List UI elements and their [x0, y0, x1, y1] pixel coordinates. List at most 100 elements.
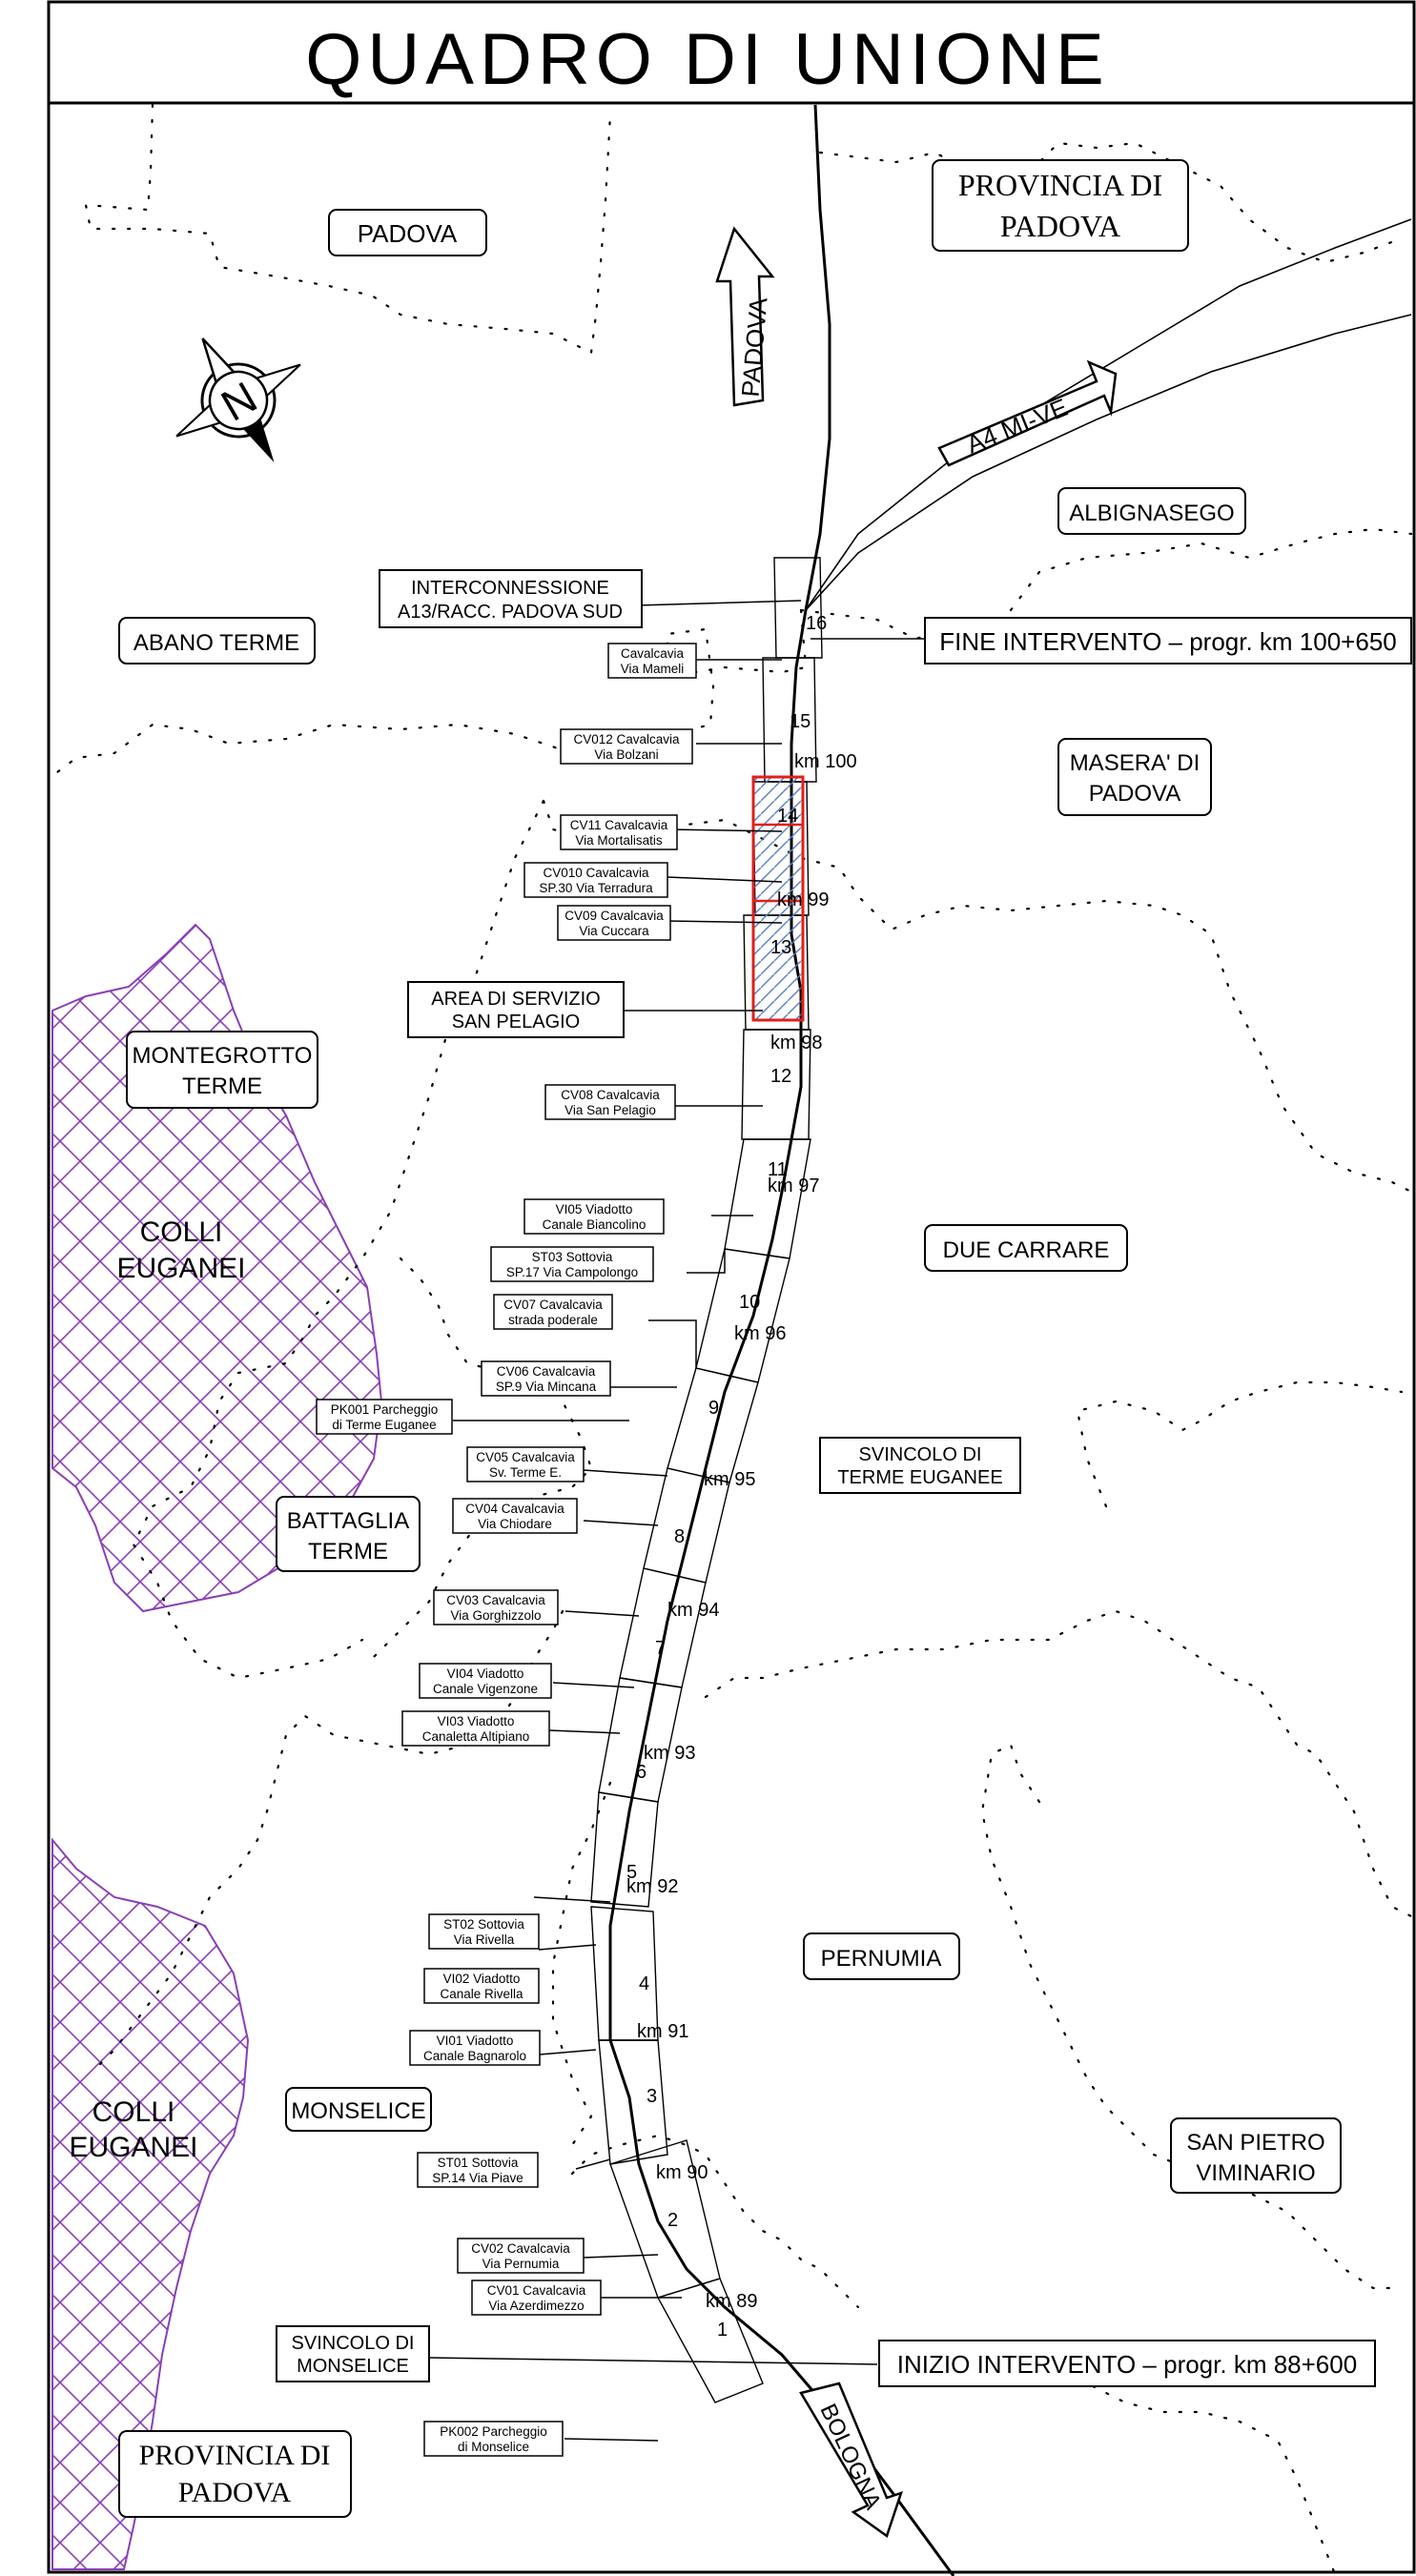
- km-marker: km 94: [667, 1600, 719, 1621]
- svg-text:SP.30 Via Terradura: SP.30 Via Terradura: [539, 881, 653, 895]
- svg-text:ST03 Sottovia: ST03 Sottovia: [532, 1250, 613, 1264]
- label-padova: PADOVA: [328, 209, 487, 256]
- svg-text:Sv. Terme E.: Sv. Terme E.: [489, 1465, 562, 1480]
- sheet-number: 15: [790, 711, 811, 732]
- svg-text:SP.14 Via Piave: SP.14 Via Piave: [432, 2171, 523, 2185]
- svg-text:MASERA' DI: MASERA' DI: [1070, 750, 1201, 776]
- km-marker: km 90: [656, 2162, 708, 2183]
- svg-text:Via Chiodare: Via Chiodare: [478, 1517, 552, 1531]
- a4-link: [805, 314, 1412, 611]
- area-labels: PROVINCIA DI PADOVA PADOVA ALBIGNASEGO A…: [69, 159, 1342, 2518]
- svg-text:SVINCOLO DI: SVINCOLO DI: [292, 2333, 415, 2354]
- sheet-number: 8: [674, 1526, 685, 1547]
- svg-text:FINE INTERVENTO – progr. km 10: FINE INTERVENTO – progr. km 100+650: [939, 627, 1397, 656]
- svg-text:EUGANEI: EUGANEI: [116, 1253, 245, 1284]
- svg-text:VIMINARIO: VIMINARIO: [1196, 2160, 1315, 2186]
- svg-text:Canaletta Altipiano: Canaletta Altipiano: [422, 1729, 530, 1744]
- km-marker: km 89: [706, 2291, 757, 2312]
- km-marker: km 93: [644, 1743, 695, 1764]
- svg-text:Canale Vigenzone: Canale Vigenzone: [433, 1682, 538, 1696]
- svg-text:PERNUMIA: PERNUMIA: [821, 1946, 942, 1972]
- sheet-number: 5: [626, 1862, 637, 1883]
- svg-text:Cavalcavia: Cavalcavia: [621, 646, 685, 661]
- svg-text:CV08 Cavalcavia: CV08 Cavalcavia: [561, 1088, 660, 1102]
- svg-text:Via San Pelagio: Via San Pelagio: [564, 1103, 656, 1117]
- sheet-number: 3: [646, 2086, 657, 2107]
- svg-text:Canale Rivella: Canale Rivella: [440, 1987, 523, 2001]
- svg-text:MONTEGROTTO: MONTEGROTTO: [133, 1043, 313, 1069]
- svg-text:CV01 Cavalcavia: CV01 Cavalcavia: [487, 2283, 586, 2298]
- km-markers: km 100 km 99 km 98 km 97 km 96 km 95 km …: [626, 751, 857, 2312]
- svg-text:di Monselice: di Monselice: [458, 2440, 529, 2454]
- colli-euganei-south-area: [51, 1837, 250, 2570]
- label-albignasego: ALBIGNASEGO: [1057, 487, 1246, 535]
- sheet-number: 1: [717, 2320, 728, 2341]
- sheet-number: 9: [708, 1398, 719, 1419]
- svg-text:A13/RACC. PADOVA SUD: A13/RACC. PADOVA SUD: [398, 602, 623, 623]
- svg-text:Via Pernumia: Via Pernumia: [482, 2257, 560, 2271]
- svg-text:PADOVA: PADOVA: [358, 219, 458, 248]
- sheet-number: 7: [655, 1638, 666, 1659]
- sheet-number: 14: [777, 806, 798, 827]
- svg-text:INTERCONNESSIONE: INTERCONNESSIONE: [411, 578, 609, 599]
- svg-text:SP.9 Via Mincana: SP.9 Via Mincana: [496, 1380, 597, 1394]
- km-marker: km 98: [770, 1032, 822, 1053]
- sheet-number: 6: [636, 1762, 646, 1783]
- km-marker: km 95: [704, 1469, 755, 1490]
- svg-text:CV11 Cavalcavia: CV11 Cavalcavia: [570, 818, 668, 832]
- svg-text:PK002 Parcheggio: PK002 Parcheggio: [440, 2424, 547, 2439]
- callout-svincolo-monselice: SVINCOLO DI MONSELICE: [276, 2325, 430, 2382]
- svg-text:PADOVA: PADOVA: [1089, 781, 1180, 807]
- sheet-number: 4: [639, 1973, 649, 1994]
- svg-text:CV05 Cavalcavia: CV05 Cavalcavia: [476, 1450, 575, 1464]
- svg-text:Via Gorghizzolo: Via Gorghizzolo: [450, 1608, 541, 1623]
- callout-area-servizio: AREA DI SERVIZIO SAN PELAGIO: [407, 981, 625, 1038]
- label-abano: ABANO TERME: [118, 617, 316, 664]
- label-provincia-top: PROVINCIA DI PADOVA: [932, 159, 1189, 252]
- label-san-pietro: SAN PIETRO VIMINARIO: [1170, 2117, 1342, 2194]
- svg-text:PADOVA: PADOVA: [1000, 209, 1120, 243]
- callout-inizio-intervento: INIZIO INTERVENTO – progr. km 88+600: [878, 2340, 1376, 2387]
- svg-text:AREA DI SERVIZIO: AREA DI SERVIZIO: [431, 989, 600, 1010]
- callouts: FINE INTERVENTO – progr. km 100+650 INIZ…: [276, 569, 1412, 2387]
- km-marker: km 91: [637, 2021, 688, 2042]
- sheet-number: 12: [770, 1066, 791, 1087]
- callout-svincolo-terme: SVINCOLO DI TERME EUGANEE: [819, 1437, 1021, 1494]
- sheet-number: 13: [770, 937, 791, 958]
- sheet-number: 16: [806, 613, 827, 634]
- svg-text:PROVINCIA DI: PROVINCIA DI: [958, 168, 1162, 202]
- svg-text:ABANO TERME: ABANO TERME: [133, 630, 299, 656]
- svg-text:TERME EUGANEE: TERME EUGANEE: [837, 1467, 1002, 1488]
- svg-text:CV07 Cavalcavia: CV07 Cavalcavia: [503, 1298, 603, 1312]
- svg-text:SP.17 Via Campolongo: SP.17 Via Campolongo: [506, 1265, 638, 1279]
- label-battaglia: BATTAGLIA TERME: [276, 1496, 421, 1572]
- svg-text:DUE CARRARE: DUE CARRARE: [943, 1237, 1110, 1263]
- label-colli-north: COLLI EUGANEI: [116, 1216, 245, 1284]
- svg-text:Via Cuccara: Via Cuccara: [579, 924, 649, 938]
- svg-text:INIZIO INTERVENTO – progr. km: INIZIO INTERVENTO – progr. km 88+600: [897, 2350, 1357, 2379]
- km-marker: km 96: [734, 1323, 786, 1344]
- km-marker: km 99: [777, 889, 829, 910]
- leader-lines: [428, 600, 944, 2442]
- callout-fine-intervento: FINE INTERVENTO – progr. km 100+650: [924, 617, 1412, 664]
- a13-motorway: [608, 104, 955, 2576]
- svg-text:TERME: TERME: [182, 1073, 262, 1099]
- svg-text:CV09 Cavalcavia: CV09 Cavalcavia: [564, 909, 664, 923]
- km-marker: km 92: [626, 1876, 678, 1897]
- svg-text:SAN PELAGIO: SAN PELAGIO: [452, 1012, 581, 1032]
- label-montegrotto: MONTEGROTTO TERME: [126, 1031, 318, 1109]
- svg-text:VI05 Viadotto: VI05 Viadotto: [556, 1202, 633, 1216]
